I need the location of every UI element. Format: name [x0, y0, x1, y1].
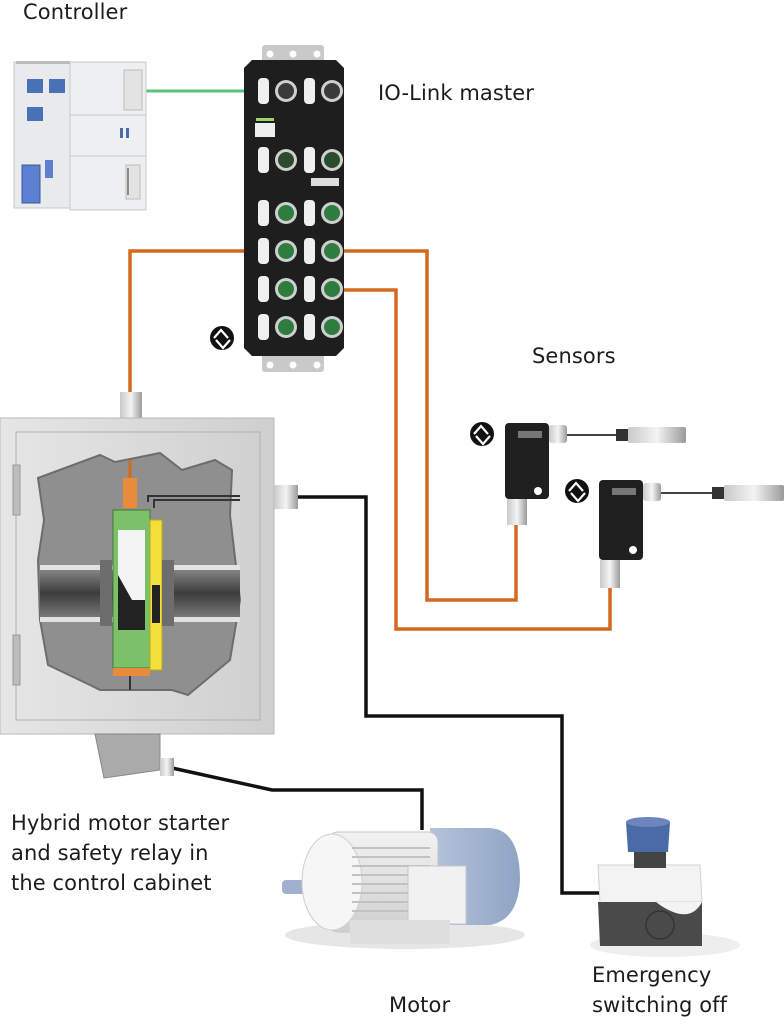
port-x03[interactable] — [258, 238, 297, 264]
io-link-cable-sensor-2 — [340, 288, 612, 631]
sensor-1[interactable] — [505, 423, 686, 525]
sensors-label: Sensors — [532, 344, 616, 368]
controller-label: Controller — [23, 0, 128, 24]
emergency-stop-device[interactable] — [590, 817, 740, 957]
port-pwr-in[interactable] — [258, 147, 297, 173]
io-link-symbol-icon — [565, 479, 589, 503]
io-link-master-label: IO-Link master — [378, 81, 535, 105]
emergency-stop-label: Emergency switching off — [592, 960, 727, 1020]
port-x08[interactable] — [304, 314, 343, 340]
io-link-cable-cabinet — [128, 249, 248, 395]
io-link-master-device[interactable] — [244, 45, 344, 372]
port-x05[interactable] — [258, 276, 297, 302]
port-eth2[interactable] — [304, 78, 343, 104]
port-x06[interactable] — [304, 276, 343, 302]
cabinet-label-line: Hybrid motor starter — [11, 811, 230, 835]
io-link-symbol-icon — [210, 326, 234, 350]
power-cable-motor — [171, 766, 424, 830]
cabinet-label: Hybrid motor starter and safety relay in… — [11, 808, 229, 898]
port-x01[interactable] — [258, 200, 297, 226]
motor-label: Motor — [389, 993, 451, 1017]
motor-device[interactable] — [282, 828, 525, 949]
emergency-label-line: switching off — [592, 993, 728, 1017]
port-x04[interactable] — [304, 238, 343, 264]
control-cabinet[interactable] — [0, 392, 298, 779]
port-x02[interactable] — [304, 200, 343, 226]
sensor-2[interactable] — [599, 480, 784, 588]
cabinet-label-line: and safety relay in — [11, 841, 209, 865]
controller-device[interactable] — [13, 61, 147, 211]
power-cable-emergency-stop — [298, 495, 600, 895]
io-link-symbol-icon — [470, 422, 494, 446]
io-link-cable-sensor-1 — [340, 249, 518, 602]
port-eth1[interactable] — [258, 78, 297, 104]
port-pwr-out[interactable] — [304, 147, 343, 173]
port-x07[interactable] — [258, 314, 297, 340]
cabinet-label-line: the control cabinet — [11, 871, 212, 895]
emergency-label-line: Emergency — [592, 963, 712, 987]
